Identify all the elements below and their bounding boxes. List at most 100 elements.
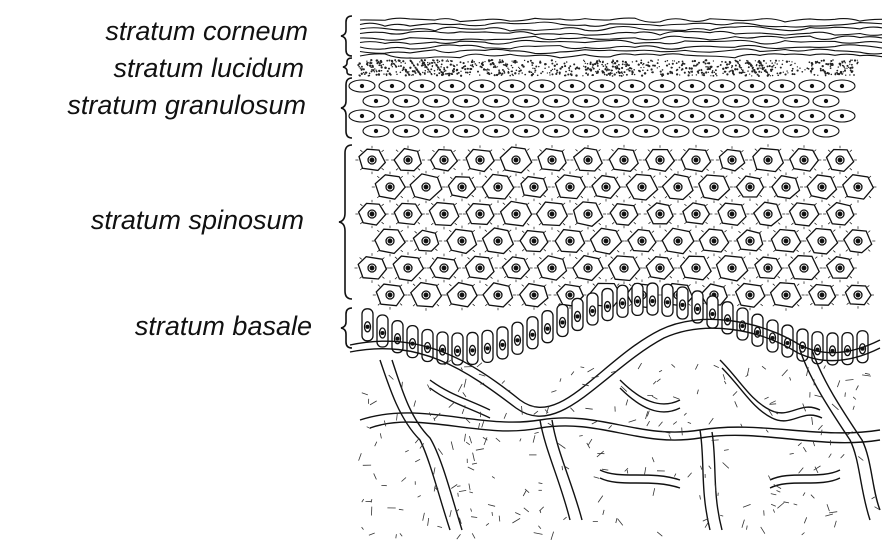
lucidum-dot	[843, 71, 844, 72]
cell-spine	[485, 196, 487, 198]
cell-spine	[455, 223, 457, 225]
cell-spine	[743, 278, 745, 280]
spinous-nucleolus	[586, 158, 590, 162]
cell-spine	[522, 195, 524, 197]
cell-spine	[761, 304, 763, 306]
basal-nucleolus	[741, 325, 744, 328]
cell-spine	[665, 230, 667, 232]
lucidum-dot	[604, 74, 606, 76]
spinous-nucleolus	[406, 158, 410, 162]
cell-spine	[797, 284, 799, 286]
granular-nucleus	[420, 114, 423, 117]
dermis-fiber	[784, 502, 789, 503]
lucidum-dot	[587, 67, 589, 69]
cell-spine	[635, 278, 637, 280]
cell-spine	[468, 150, 470, 152]
cell-spine	[611, 257, 613, 259]
lucidum-dot	[758, 71, 760, 73]
cell-spine	[796, 230, 798, 232]
cell-spine	[544, 177, 546, 179]
dermis-fiber	[618, 519, 623, 526]
cell-spine	[563, 257, 565, 259]
dermis-fiber	[764, 397, 768, 399]
basal-nucleolus	[501, 344, 504, 347]
lucidum-dot	[611, 73, 612, 74]
lucidum-dot	[650, 60, 652, 62]
cell-spine	[652, 231, 654, 233]
lucidum-dot	[741, 69, 742, 70]
lucidum-dot	[540, 72, 542, 74]
lucidum-dot	[721, 61, 723, 63]
lucidum-dot	[830, 66, 831, 67]
lucidum-dot	[498, 73, 500, 75]
lucidum-dot	[365, 72, 367, 74]
lucidum-dot	[448, 74, 450, 76]
lucidum-dot	[851, 70, 853, 72]
lucidum-dot	[531, 62, 533, 64]
lucidum-dot	[665, 61, 667, 63]
lucidum-dot	[783, 72, 784, 73]
dermis-fiber	[399, 509, 404, 510]
cell-spine	[490, 223, 492, 225]
cell-spine	[396, 150, 398, 152]
lucidum-dot	[739, 72, 741, 74]
lucidum-dot	[857, 60, 858, 61]
lucidum-dot	[590, 62, 592, 64]
cell-spine	[846, 231, 848, 233]
basal-nucleolus	[576, 315, 579, 318]
cell-spine	[815, 223, 817, 225]
lucidum-dot	[470, 65, 471, 66]
cell-spine	[689, 230, 691, 232]
lucidum-dot	[516, 70, 518, 72]
cell-spine	[634, 149, 636, 151]
cell-spine	[774, 177, 776, 179]
cell-spine	[360, 150, 362, 152]
cell-spine	[432, 258, 434, 260]
dermis-fiber	[659, 370, 662, 372]
lucidum-dot	[555, 73, 557, 75]
dermis-fiber	[375, 442, 377, 447]
cell-spine	[689, 251, 691, 253]
cell-spine	[472, 195, 474, 197]
cell-spine	[413, 176, 415, 178]
lucidum-dot	[369, 63, 370, 64]
lucidum-dot	[628, 68, 629, 69]
dermis-fiber	[400, 533, 402, 536]
lucidum-dot	[587, 63, 588, 64]
cell-spine	[634, 204, 636, 206]
lucidum-dot	[640, 62, 642, 64]
lucidum-dot	[465, 71, 467, 73]
dermis-fiber	[538, 526, 541, 529]
lucidum-dot	[441, 71, 443, 73]
lucidum-dot	[676, 69, 678, 71]
granular-nucleus	[794, 99, 797, 102]
layer-brackets	[339, 16, 352, 348]
lucidum-dot	[382, 64, 383, 65]
spinous-nucleolus	[766, 212, 770, 216]
dermis-fiber	[811, 495, 815, 499]
lucidum-dot	[720, 65, 721, 66]
lucidum-dot	[527, 61, 529, 63]
lucidum-dot	[684, 72, 686, 74]
cell-spine	[563, 223, 565, 225]
lucidum-dot	[623, 74, 624, 75]
lucidum-dot	[431, 74, 432, 75]
lucidum-dot	[848, 67, 849, 68]
spinous-nucleolus	[496, 239, 500, 243]
lucidum-dot	[602, 61, 604, 63]
lucidum-dot	[671, 67, 673, 69]
cell-spine	[522, 249, 524, 251]
granular-nucleus	[404, 129, 407, 132]
cell-spine	[828, 150, 830, 152]
cell-spine	[759, 249, 761, 251]
dermis-fiber	[457, 486, 460, 487]
basal-nucleolus	[831, 350, 834, 353]
lucidum-dot	[425, 65, 427, 67]
cell-spine	[792, 169, 794, 171]
cell-spine	[527, 223, 529, 225]
dermis-fiber	[492, 477, 495, 479]
lucidum-dot	[447, 61, 449, 63]
cell-spine	[707, 277, 709, 279]
dermis-fiber	[523, 491, 526, 497]
cell-spine	[791, 278, 793, 280]
